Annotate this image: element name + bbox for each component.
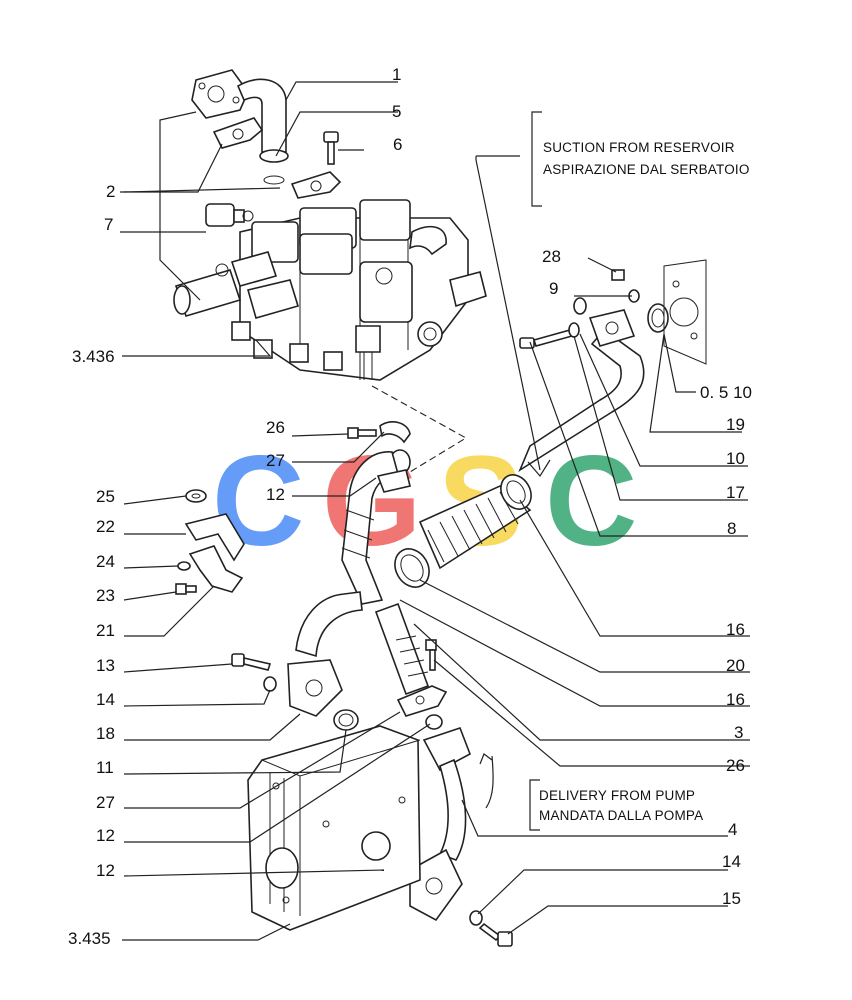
delivery-pipe-part-18 (287, 591, 363, 717)
delivery-pipe-part-4 (409, 726, 472, 922)
label-part-8: 8 (727, 519, 736, 538)
label-part-23: 23 (96, 586, 115, 605)
label-part-10: 10 (726, 449, 745, 468)
label-part-7: 7 (104, 215, 113, 234)
delivery-note-line2: MANDATA DALLA POMPA (539, 808, 703, 823)
pipe-flange-part-1 (191, 69, 289, 185)
center-line-dashed (371, 385, 468, 479)
pipe-part-3 (374, 602, 430, 696)
leader-lines (120, 81, 750, 941)
label-part-13: 13 (96, 656, 115, 675)
label-part-16-b: 16 (726, 690, 745, 709)
label-part-3-436: 3.436 (72, 347, 115, 366)
watermark-letter-c1: C (212, 430, 304, 573)
clamp-part-27-upper (379, 421, 411, 444)
label-part-15: 15 (722, 889, 741, 908)
suction-tube-part-19 (518, 309, 645, 473)
bolt-part-13 (231, 653, 272, 671)
label-part-16-a: 16 (726, 620, 745, 639)
label-part-14-upper: 14 (96, 690, 115, 709)
bolt-part-26-lower (425, 639, 437, 671)
control-valve-3-436 (173, 199, 487, 381)
label-part-19: 19 (726, 415, 745, 434)
label-part-24: 24 (96, 552, 115, 571)
nut-part-28 (611, 269, 625, 281)
label-part-27-lower: 27 (96, 793, 115, 812)
seal-ring-part-11 (333, 709, 359, 731)
label-part-21: 21 (96, 621, 115, 640)
label-part-27-upper: 27 (266, 451, 285, 470)
label-part-0-510: 0. 5 10 (700, 383, 752, 402)
bolt-part-8 (519, 329, 574, 349)
label-part-9: 9 (549, 279, 558, 298)
hose-part-20 (418, 485, 532, 570)
reservoir-plate (663, 259, 707, 365)
label-part-2: 2 (106, 182, 115, 201)
bracket-part-22 (184, 513, 245, 562)
label-part-18: 18 (96, 724, 115, 743)
delivery-note-line1: DELIVERY FROM PUMP (539, 788, 695, 803)
label-part-6: 6 (393, 135, 402, 154)
label-part-12-upper: 12 (266, 485, 285, 504)
label-part-22: 22 (96, 517, 115, 536)
washer-part-24 (177, 561, 191, 571)
label-part-3: 3 (734, 723, 743, 742)
label-part-17: 17 (726, 483, 745, 502)
washer-part-14-lower (469, 910, 483, 926)
delivery-note-bracket (529, 779, 540, 831)
label-part-26-upper: 26 (266, 418, 285, 437)
seal-ring-part-12-mid (425, 714, 443, 730)
hydraulic-pump-3-435 (247, 725, 421, 931)
pipe-part-12-upper (341, 449, 411, 605)
label-part-1: 1 (392, 65, 401, 84)
label-part-25: 25 (96, 487, 115, 506)
bolt-part-23 (175, 583, 197, 595)
label-part-12-mid: 12 (96, 826, 115, 845)
washer-part-14-upper (263, 676, 277, 692)
label-part-5: 5 (392, 102, 401, 121)
label-part-28: 28 (542, 247, 561, 266)
label-part-12-low: 12 (96, 861, 115, 880)
label-part-26-lower: 26 (726, 756, 745, 775)
watermark-letter-c2: C (545, 430, 637, 573)
suction-note-line2: ASPIRAZIONE DAL SERBATOIO (543, 162, 750, 177)
clamp-part-27-lower (396, 685, 448, 717)
seal-ring-part-10 (647, 303, 669, 333)
suction-note-bracket (531, 111, 542, 207)
leader-frame-left (159, 111, 201, 301)
label-part-11: 11 (96, 758, 114, 777)
label-part-4: 4 (728, 820, 737, 839)
bolt-part-6 (323, 131, 339, 165)
clamp-part-21 (188, 545, 244, 593)
clamp-part-2 (212, 117, 264, 149)
suction-note-line1: SUCTION FROM RESERVOIR (543, 140, 735, 155)
clamp-part-5 (290, 171, 342, 199)
label-part-3-435: 3.435 (68, 929, 111, 948)
washer-part-9 (573, 289, 640, 315)
label-part-20: 20 (726, 656, 745, 675)
bolt-part-15 (478, 922, 513, 947)
label-part-14-lower: 14 (722, 852, 741, 871)
bolt-part-26-upper (347, 427, 377, 439)
hose-clamp-part-16-left (394, 548, 430, 588)
nut-part-25 (185, 489, 207, 503)
fitting-part-7 (205, 203, 254, 227)
washer-part-17 (568, 322, 580, 338)
